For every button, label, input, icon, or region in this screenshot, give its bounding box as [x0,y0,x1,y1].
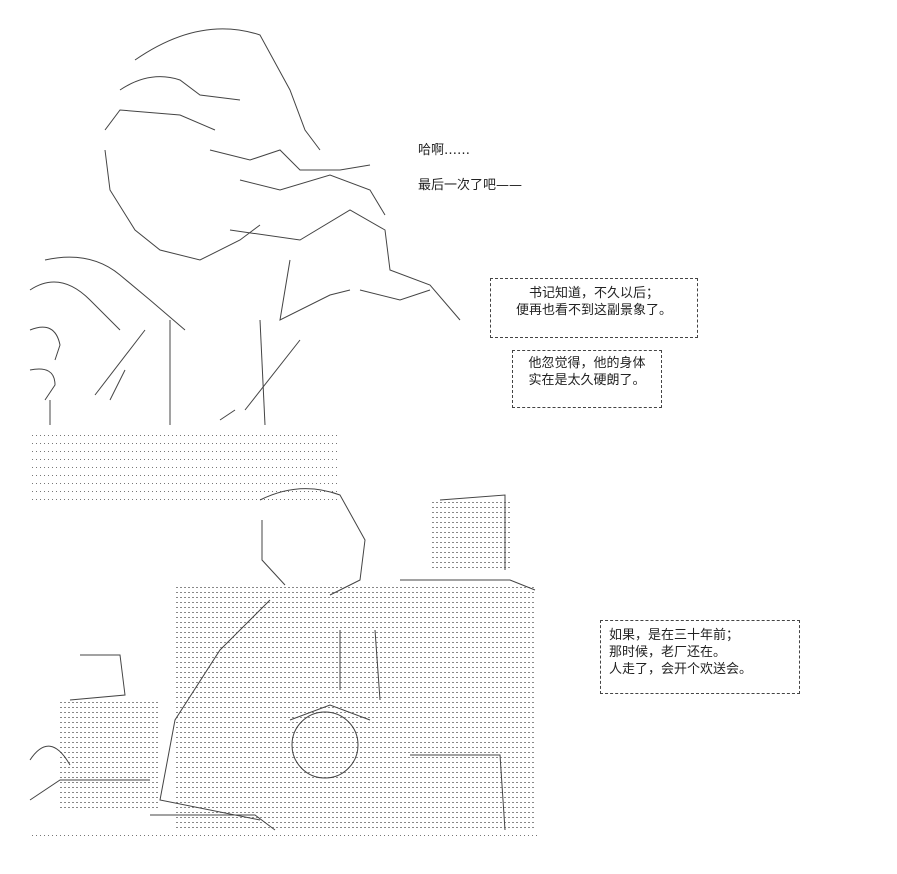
narration-box: 书记知道，不久以后； 便再也看不到这副景象了。 [490,278,698,338]
narration-box: 如果，是在三十年前； 那时候，老厂还在。 人走了，会开个欢送会。 [600,620,800,694]
narration-line: 人走了，会开个欢送会。 [609,662,753,677]
dialogue-line: 最后一次了吧—— [418,178,523,193]
dotted-ground [30,435,340,500]
narration-line: 书记知道，不久以后； [528,286,659,301]
narration-line: 他忽觉得，他的身体 [528,356,646,371]
narration-line: 如果，是在三十年前； [609,628,740,643]
narration-line: 那时候，老厂还在。 [609,645,727,660]
narration-box: 他忽觉得，他的身体 实在是太久硬朗了。 [512,350,662,408]
narration-line: 便再也看不到这副景象了。 [515,303,672,318]
narration-line: 实在是太久硬朗了。 [528,373,646,388]
lower-scene [29,488,540,842]
dialogue-line: 哈啊…… [418,143,471,158]
upper-figure [29,28,461,426]
